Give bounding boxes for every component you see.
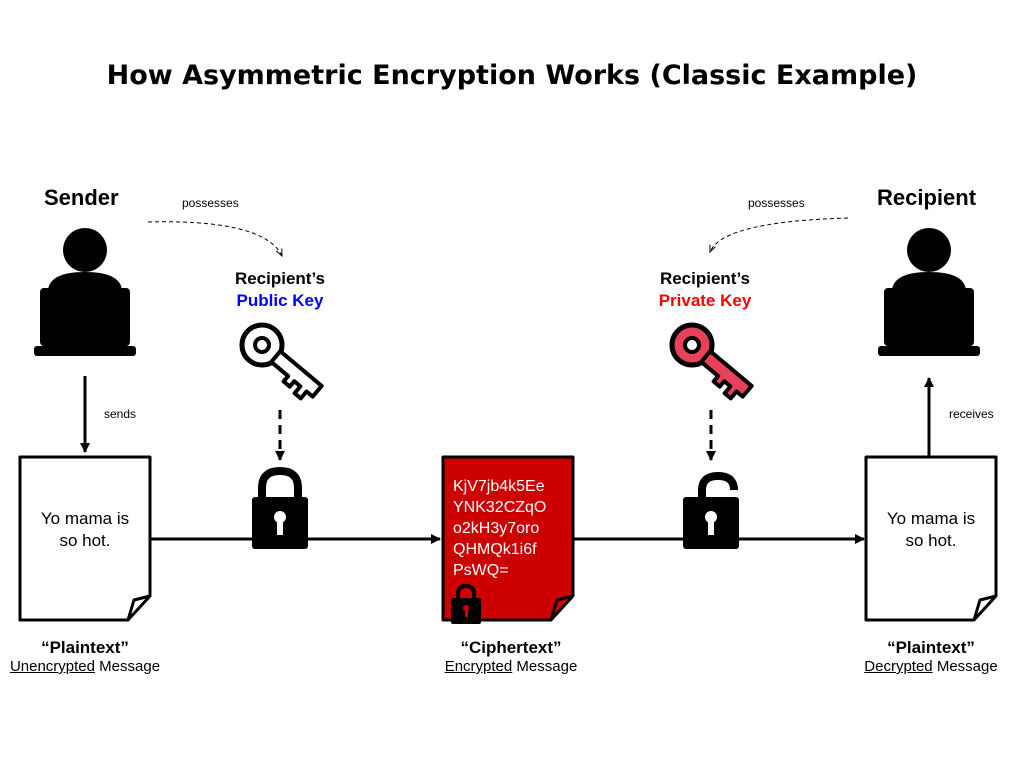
public-key-owner: Recipient’s	[234, 269, 326, 288]
ciphertext-sub-underlined: Encrypted	[444, 658, 513, 675]
plaintext-left-caption-title: “Plaintext”	[41, 638, 129, 657]
plaintext-left-document	[18, 455, 152, 622]
sends-label: sends	[104, 407, 137, 421]
public-key-label: Recipient’s Public Key	[200, 268, 360, 312]
ciphertext-document	[441, 455, 575, 622]
plaintext-right-document	[864, 455, 998, 622]
closed-lock-icon	[252, 466, 308, 549]
ciphertext-caption-title: “Ciphertext”	[460, 638, 562, 657]
plaintext-right-sub-underlined: Decrypted	[864, 658, 933, 675]
private-key-label: Recipient’s Private Key	[625, 268, 785, 312]
plaintext-left-message: Yo mama is so hot.	[40, 509, 130, 550]
public-key-name: Public Key	[236, 291, 324, 310]
private-key-owner: Recipient’s	[659, 269, 751, 288]
recipient-possesses-arrow	[710, 217, 849, 252]
ciphertext-caption-sub: Encrypted Message	[426, 658, 596, 675]
plaintext-left-caption-sub: Unencrypted Message	[0, 658, 170, 675]
plaintext-right-caption-sub: Decrypted Message	[846, 658, 1016, 675]
plaintext-left-sub-underlined: Unencrypted	[9, 658, 95, 675]
public-key-icon	[239, 322, 324, 401]
plaintext-left-sub-rest: Message	[95, 658, 161, 675]
private-key-name: Private Key	[658, 291, 752, 310]
open-lock-icon	[683, 471, 739, 549]
ciphertext-message: KjV7jb4k5Ee YNK32CZqO o2kH3y7oro QHMQk1i…	[453, 478, 547, 579]
plaintext-left-caption: “Plaintext” Unencrypted Message	[0, 638, 170, 675]
recipient-label: Recipient	[877, 185, 977, 210]
ciphertext-caption: “Ciphertext” Encrypted Message	[426, 638, 596, 675]
private-key-icon	[669, 322, 754, 401]
ciphertext-sub-rest: Message	[512, 658, 578, 675]
recipient-person-icon	[878, 228, 980, 356]
page-title: How Asymmetric Encryption Works (Classic…	[106, 60, 918, 91]
plaintext-right-message: Yo mama is so hot.	[886, 509, 976, 550]
recipient-possesses-label: possesses	[748, 196, 805, 210]
sender-person-icon	[34, 228, 136, 356]
sender-possesses-label: possesses	[182, 196, 239, 210]
plaintext-right-caption: “Plaintext” Decrypted Message	[846, 638, 1016, 675]
receives-label: receives	[949, 407, 994, 421]
plaintext-right-sub-rest: Message	[932, 658, 998, 675]
plaintext-right-caption-title: “Plaintext”	[887, 638, 975, 657]
sender-label: Sender	[44, 185, 119, 210]
ciphertext-lock-icon	[451, 583, 481, 624]
sender-possesses-arrow	[147, 221, 282, 256]
